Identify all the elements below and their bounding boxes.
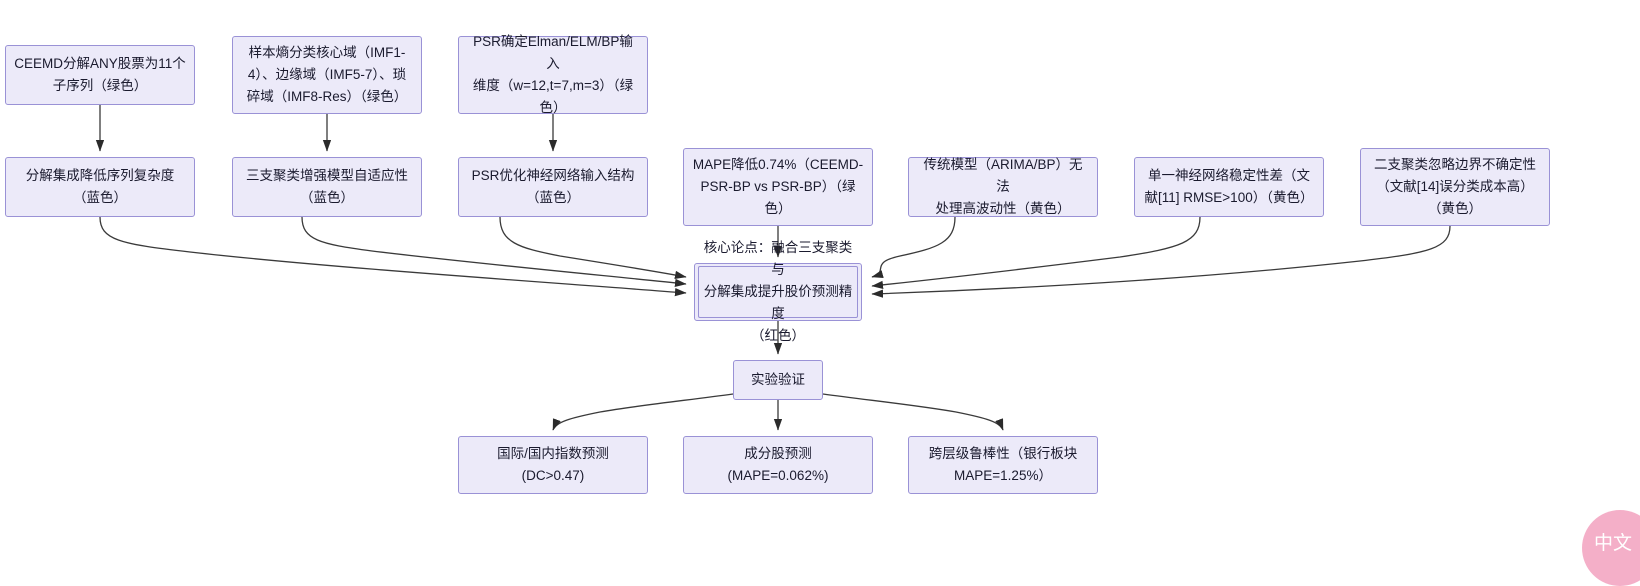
node-label: PSR优化神经网络输入结构 （蓝色）	[471, 168, 635, 205]
edge-n11-n12	[552, 393, 734, 431]
node-label: 核心论点：融合三支聚类与 分解集成提升股价预测精度 （红色）	[703, 240, 853, 343]
node-label: 跨层级鲁棒性（银行板块 MAPE=1.25%）	[928, 446, 1078, 483]
node-label: 三支聚类增强模型自适应性 （蓝色）	[246, 168, 408, 205]
node-constituent-stock-forecast[interactable]: 成分股预测 (MAPE=0.062%)	[683, 436, 873, 494]
edge-n10-core	[871, 225, 1451, 298]
node-label: PSR确定Elman/ELM/BP输入 维度（w=12,t=7,m=3）（绿 色…	[472, 34, 634, 115]
node-label: 二支聚类忽略边界不确定性 （文献[14]误分类成本高） （黄色）	[1374, 157, 1536, 216]
node-label: 传统模型（ARIMA/BP）无法 处理高波动性（黄色）	[923, 157, 1083, 216]
node-psr-input-dimension[interactable]: PSR确定Elman/ELM/BP输入 维度（w=12,t=7,m=3）（绿 色…	[458, 34, 648, 115]
watermark-text: 中文	[1593, 531, 1632, 554]
diagram-canvas: CEEMD分解ANY股票为11个 子序列（绿色） 样本熵分类核心域（IMF1- …	[5, 34, 1640, 586]
node-single-nn-instability[interactable]: 单一神经网络稳定性差（文 献[11] RMSE>100）（黄色）	[1134, 157, 1324, 217]
edge-n11-n14	[822, 393, 1004, 431]
core-thesis-inner: 核心论点：融合三支聚类与 分解集成提升股价预测精度 （红色）	[698, 240, 858, 343]
node-label: 样本熵分类核心域（IMF1- 4）、边缘域（IMF5-7）、琐 碎域（IMF8-…	[246, 45, 408, 104]
edge-n6-core	[499, 216, 687, 279]
node-ceemd-decompose[interactable]: CEEMD分解ANY股票为11个 子序列（绿色）	[5, 45, 195, 105]
node-core-thesis[interactable]: 核心论点：融合三支聚类与 分解集成提升股价预测精度 （红色）	[694, 240, 862, 343]
node-mape-reduction[interactable]: MAPE降低0.74%（CEEMD- PSR-BP vs PSR-BP）（绿 色…	[683, 148, 873, 226]
edge-n8-core	[871, 216, 956, 279]
node-decompose-reduce-complexity[interactable]: 分解集成降低序列复杂度 （蓝色）	[5, 157, 195, 217]
node-label: 单一神经网络稳定性差（文 献[11] RMSE>100）（黄色）	[1144, 168, 1314, 205]
node-psr-optimize-nn-input[interactable]: PSR优化神经网络输入结构 （蓝色）	[458, 157, 648, 217]
node-two-way-clustering-boundary[interactable]: 二支聚类忽略边界不确定性 （文献[14]误分类成本高） （黄色）	[1360, 148, 1550, 226]
node-label: CEEMD分解ANY股票为11个 子序列（绿色）	[14, 56, 186, 93]
edge-n5-core	[301, 216, 687, 287]
node-label: MAPE降低0.74%（CEEMD- PSR-BP vs PSR-BP）（绿 色…	[692, 157, 864, 216]
node-label: 国际/国内指数预测 (DC>0.47)	[497, 446, 609, 483]
node-label: 分解集成降低序列复杂度 （蓝色）	[25, 168, 175, 205]
node-label: 实验验证	[751, 372, 805, 387]
edge-n9-core	[871, 216, 1201, 289]
node-sample-entropy-domains[interactable]: 样本熵分类核心域（IMF1- 4）、边缘域（IMF5-7）、琐 碎域（IMF8-…	[232, 36, 422, 114]
node-index-forecast[interactable]: 国际/国内指数预测 (DC>0.47)	[458, 436, 648, 494]
node-cross-level-robustness[interactable]: 跨层级鲁棒性（银行板块 MAPE=1.25%）	[908, 436, 1098, 494]
node-three-way-clustering-adaptivity[interactable]: 三支聚类增强模型自适应性 （蓝色）	[232, 157, 422, 217]
node-traditional-model-limitation[interactable]: 传统模型（ARIMA/BP）无法 处理高波动性（黄色）	[908, 157, 1098, 217]
watermark-badge: 中文	[1582, 510, 1640, 586]
edge-n4-core	[99, 216, 687, 297]
node-label: 成分股预测 (MAPE=0.062%)	[727, 446, 829, 483]
node-experiment-validation[interactable]: 实验验证	[733, 360, 823, 400]
